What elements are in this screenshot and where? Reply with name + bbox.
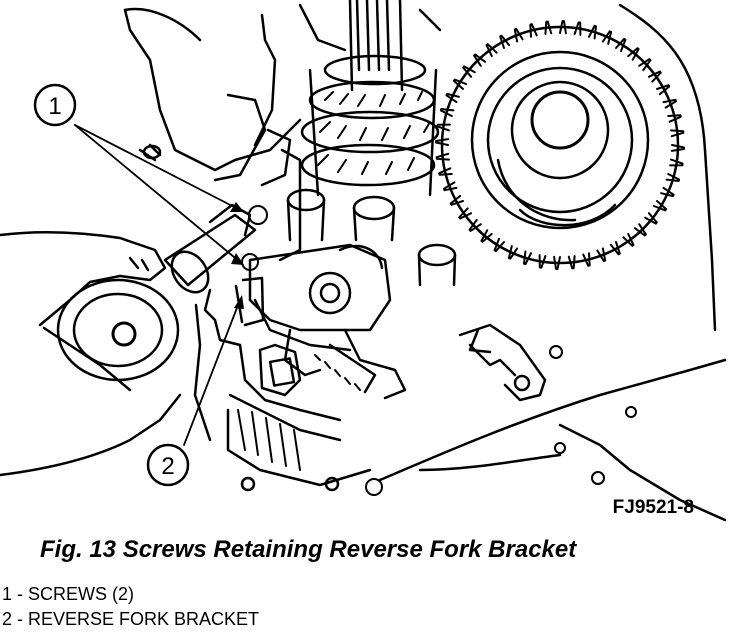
- gear-tooth: [633, 223, 647, 237]
- legend: 1 - SCREWS (2) 2 - REVERSE FORK BRACKET: [2, 582, 259, 632]
- reverse-lever: [458, 323, 547, 402]
- gear-tooth: [667, 114, 682, 123]
- gear-tooth: [462, 65, 476, 78]
- hand-with-ratchet: [0, 143, 257, 477]
- gear-tooth: [656, 84, 671, 96]
- gear-tooth: [523, 250, 532, 266]
- legend-item-screws: 1 - SCREWS (2): [2, 584, 135, 604]
- reverse-fork-bracket: [234, 205, 407, 400]
- gear-tooth: [644, 212, 658, 225]
- gear-tooth: [538, 254, 547, 269]
- gear-tooth: [529, 23, 538, 38]
- gear-tooth: [485, 43, 498, 58]
- gear-tooth: [435, 152, 450, 161]
- gear-tooth: [652, 200, 668, 212]
- callout-1: 1: [33, 83, 77, 127]
- gear-tooth: [458, 207, 473, 220]
- gear-tooth: [438, 167, 453, 176]
- transmission-illustration: 1 2 FJ9521-8: [0, 0, 727, 522]
- gear-tooth: [439, 108, 455, 117]
- gear-tooth: [443, 181, 458, 192]
- gear-tooth: [669, 158, 684, 167]
- gear-tooth: [445, 92, 460, 104]
- gear-tooth: [513, 28, 524, 43]
- lower-housing: [193, 288, 372, 492]
- gear-tooth: [596, 247, 607, 262]
- gear-tooth: [647, 70, 662, 83]
- gear-tooth: [544, 20, 553, 35]
- gear-tooth: [507, 245, 519, 260]
- gear-tooth: [670, 144, 685, 152]
- gear-tooth: [436, 123, 451, 132]
- transmission-case: [123, 3, 727, 522]
- gear-tooth: [473, 53, 487, 67]
- gear-tooth: [452, 78, 468, 90]
- callout-arrowheads: [230, 202, 244, 309]
- gear-tooth: [615, 37, 627, 53]
- callout-1-number: 1: [48, 93, 61, 120]
- gear-tooth: [493, 237, 505, 253]
- shift-rail-posts: [213, 93, 457, 287]
- callout-leaders: [74, 124, 241, 446]
- callout-2-number: 2: [161, 453, 174, 480]
- gear-tooth: [573, 21, 582, 36]
- gear-tooth: [499, 34, 511, 49]
- large-gear: [435, 20, 685, 270]
- gear-tooth: [622, 232, 635, 247]
- gear-tooth: [582, 252, 591, 267]
- legend-item-reverse-fork-bracket: 2 - REVERSE FORK BRACKET: [2, 609, 260, 629]
- gear-tooth: [559, 20, 567, 35]
- gear-tooth: [660, 186, 675, 198]
- main-shaft-gears: [300, 0, 440, 197]
- gear-tooth: [435, 138, 450, 146]
- gear-tooth: [670, 129, 685, 138]
- gear-tooth: [588, 24, 597, 40]
- gear-tooth: [553, 255, 561, 270]
- gear-tooth: [480, 229, 493, 243]
- gear-tooth: [665, 173, 681, 182]
- gear-tooth: [627, 47, 640, 61]
- gear-tooth: [567, 255, 576, 270]
- figure-caption: Fig. 13 Screws Retaining Reverse Fork Br…: [40, 536, 577, 563]
- gear-tooth: [449, 194, 464, 206]
- figure-id-label: FJ9521-8: [613, 497, 694, 518]
- callout-2: 2: [146, 443, 190, 487]
- gear-tooth: [638, 58, 652, 72]
- gear-tooth: [662, 98, 677, 109]
- gear-tooth: [609, 241, 621, 256]
- gear-tooth: [601, 30, 613, 45]
- gear-tooth: [468, 218, 482, 232]
